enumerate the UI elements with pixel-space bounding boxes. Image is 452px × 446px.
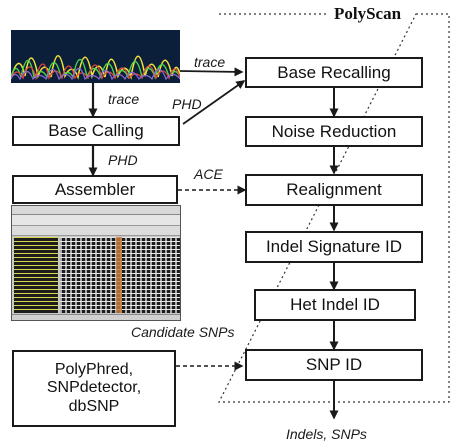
source-snpdetector: SNPdetector, (46, 379, 142, 397)
label-ace: ACE (194, 166, 223, 182)
realignment-box: Realignment (245, 174, 423, 206)
base-recalling-box: Base Recalling (245, 57, 423, 88)
indel-signature-id-box: Indel Signature ID (245, 231, 423, 263)
polyscan-frame (218, 13, 450, 403)
variant-sources-box: PolyPhred, SNPdetector, dbSNP (12, 350, 176, 427)
arrow-phd-to-base-recalling (182, 80, 246, 125)
label-candidate-snps: Candidate SNPs (131, 324, 235, 340)
screenshot-menubar (12, 206, 180, 215)
label-trace-top: trace (194, 54, 226, 70)
snp-id-box: SNP ID (245, 349, 423, 381)
screenshot-read-names (14, 237, 58, 313)
label-phd-diagonal: PHD (172, 96, 202, 112)
assembler-box: Assembler (12, 175, 178, 204)
chromatogram-traces (11, 54, 180, 81)
label-output: Indels, SNPs (286, 426, 367, 442)
arrow-trace-to-base-recalling (179, 67, 244, 77)
screenshot-toolbar-2 (12, 226, 180, 236)
screenshot-highlight-column (116, 237, 122, 313)
screenshot-statusbar (12, 314, 180, 320)
chromatogram-image (11, 30, 180, 83)
label-trace-left: trace (108, 91, 140, 107)
source-dbsnp: dbSNP (68, 397, 120, 415)
source-polyphred: PolyPhred, (54, 360, 134, 378)
polyscan-title: PolyScan (334, 4, 402, 23)
noise-reduction-box: Noise Reduction (245, 116, 423, 147)
screenshot-toolbar (12, 215, 180, 226)
label-phd-left: PHD (108, 152, 138, 168)
het-indel-id-box: Het Indel ID (254, 289, 416, 321)
base-calling-box: Base Calling (12, 116, 180, 146)
assembler-screenshot (11, 205, 181, 321)
